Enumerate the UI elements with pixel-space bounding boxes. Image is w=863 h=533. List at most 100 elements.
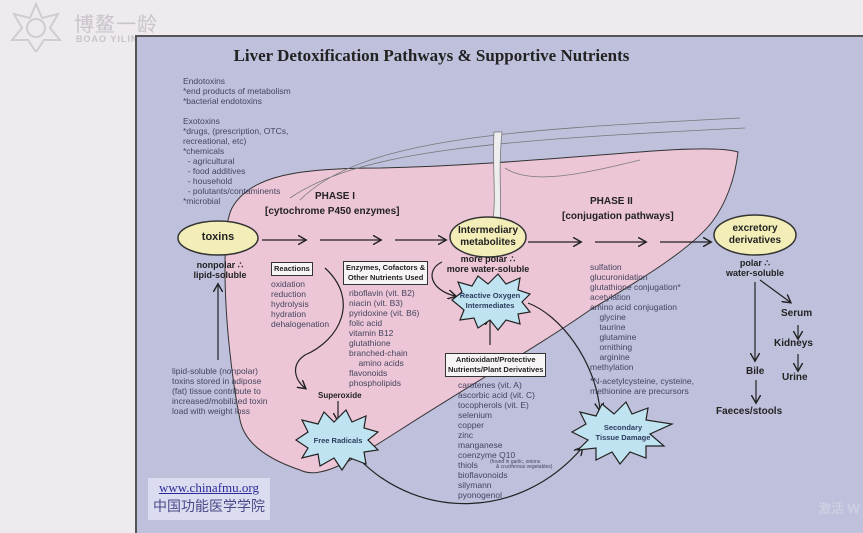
secondary-line1: Secondary	[603, 423, 643, 432]
list-item: *microbial	[183, 196, 221, 206]
chinafmu-logo: www.chinafmu.org 中国功能医学学院	[148, 478, 270, 520]
thiols-note-line2: & cruciferous vegetables)	[496, 464, 553, 470]
list-item	[183, 106, 291, 116]
excretory-properties: polar ∴water-soluble	[708, 258, 802, 278]
list-item: riboflavin (vit. B2)	[349, 288, 415, 298]
intermediary-ellipse	[449, 216, 527, 258]
list-item: vitamin B12	[349, 328, 394, 338]
precursor-note-line2: methionine are precursors	[590, 386, 689, 396]
list-item: increased/mobilized toxin	[172, 396, 268, 406]
faeces-label: Faeces/stools	[716, 406, 783, 417]
list-item: zinc	[458, 430, 474, 440]
phase2-subtitle: [conjugation pathways]	[562, 211, 674, 222]
excretory-ellipse	[713, 214, 797, 256]
free-radicals-starburst	[294, 408, 380, 472]
list-item: *chemicals	[183, 146, 225, 156]
antioxidants-list: carotenes (vit. A)ascorbic acid (vit. C)…	[458, 380, 535, 500]
list-item: ascorbic acid (vit. C)	[458, 390, 535, 400]
lipid-note: lipid-soluble (nonpolar)toxins stored in…	[172, 366, 267, 416]
list-item: folic acid	[349, 318, 383, 328]
list-item: lipid-soluble (nonpolar)	[172, 366, 258, 376]
list-item: - agricultural	[183, 156, 235, 166]
list-item: *drugs, (prescription, OTCs,	[183, 126, 289, 136]
precursor-note: *N-acetylcysteine, cysteine,methionine a…	[590, 376, 694, 396]
intermediary-properties: more polar ∴more water-soluble	[433, 254, 543, 274]
roi-line2: Intermediates	[465, 301, 515, 310]
free-radicals-label: Free Radicals	[313, 436, 363, 445]
toxins-ellipse	[177, 220, 259, 256]
list-item: copper	[458, 420, 484, 430]
excretory-prop2: water-soluble	[725, 268, 784, 278]
list-item: - household	[183, 176, 233, 186]
toxins-prop2: lipid-soluble	[193, 270, 247, 280]
list-item: - polutants/contaminents	[183, 186, 281, 196]
watermark-chinese: 博鳌一龄	[74, 12, 158, 36]
list-item: *bacterial endotoxins	[183, 96, 262, 106]
list-item: amino acids	[349, 358, 404, 368]
list-item: glutathione conjugation*	[590, 282, 681, 292]
list-item: branched-chain	[349, 348, 408, 358]
toxins-label: toxins	[201, 231, 235, 243]
list-item: methylation	[590, 362, 634, 372]
list-item: hydrolysis	[271, 299, 309, 309]
list-item: coenzyme Q10	[458, 450, 516, 460]
list-item: niacin (vit. B3)	[349, 298, 403, 308]
excretory-line2: derivatives	[728, 235, 782, 246]
list-item: tocopherols (vit. E)	[458, 400, 529, 410]
antioxidants-header-line2: Nutrients/Plant Derivatives	[448, 365, 544, 374]
excretory-prop1: polar ∴	[739, 258, 771, 268]
excretory-line1: excretory	[732, 223, 778, 234]
logo-name: 中国功能医学学院	[153, 499, 265, 515]
logo-url[interactable]: www.chinafmu.org	[158, 480, 259, 495]
list-item: taurine	[590, 322, 626, 332]
list-item: dehalogenation	[271, 319, 330, 329]
list-item: glutamine	[590, 332, 637, 342]
roi-line1: Reactive Oxygen	[459, 291, 521, 300]
list-item: arginine	[590, 352, 630, 362]
enzymes-header: Enzymes, Cofactors &Other Nutrients Used	[343, 261, 429, 285]
list-item: toxins stored in adipose	[172, 376, 262, 386]
bile-label: Bile	[746, 366, 765, 377]
toxins-prop1: nonpolar ∴	[196, 260, 244, 270]
thiols-note: (found in garlic, onions& cruciferous ve…	[490, 460, 552, 470]
list-item: acetylation	[590, 292, 631, 302]
list-item: amino acid conjugation	[590, 302, 677, 312]
activation-watermark: 激活 W	[818, 501, 860, 516]
intermediary-line2: metabolites	[460, 237, 516, 248]
list-item: glucuronidation	[590, 272, 648, 282]
flow-arrows	[218, 240, 798, 505]
list-item: selenium	[458, 410, 493, 420]
roi-starburst	[451, 273, 532, 331]
enzymes-list: riboflavin (vit. B2)niacin (vit. B3)pyri…	[349, 288, 419, 388]
enzymes-header-line1: Enzymes, Cofactors &	[346, 263, 426, 272]
phase2-title: PHASE II	[590, 196, 633, 207]
flower-logo-icon	[9, 2, 63, 52]
urine-label: Urine	[782, 372, 808, 383]
list-item: - food additives	[183, 166, 246, 176]
page-title: Liver Detoxification Pathways & Supporti…	[233, 46, 630, 65]
intermediary-line1: Intermediary	[457, 225, 519, 236]
liver-lobe-line	[289, 117, 746, 201]
list-item: ornithing	[590, 342, 633, 352]
list-item: *end products of metabolism	[183, 86, 291, 96]
superoxide-label: Superoxide	[318, 391, 362, 400]
antioxidants-header-line1: Antioxidant/Protective	[455, 355, 536, 364]
precursor-note-line1: *N-acetylcysteine, cysteine,	[590, 376, 694, 386]
reactions-header: Reactions	[271, 262, 313, 276]
list-item: Endotoxins	[183, 76, 226, 86]
list-item: thiols	[458, 460, 478, 470]
list-item: bioflavonoids	[458, 470, 508, 480]
list-item: pyridoxine (vit. B6)	[349, 308, 420, 318]
thiols-note-line1: (found in garlic, onions	[490, 459, 541, 465]
serum-label: Serum	[781, 308, 813, 319]
kidneys-label: Kidneys	[774, 338, 813, 349]
list-item: glutathione	[349, 338, 391, 348]
secondary-line2: Tissue Damage	[595, 433, 651, 442]
